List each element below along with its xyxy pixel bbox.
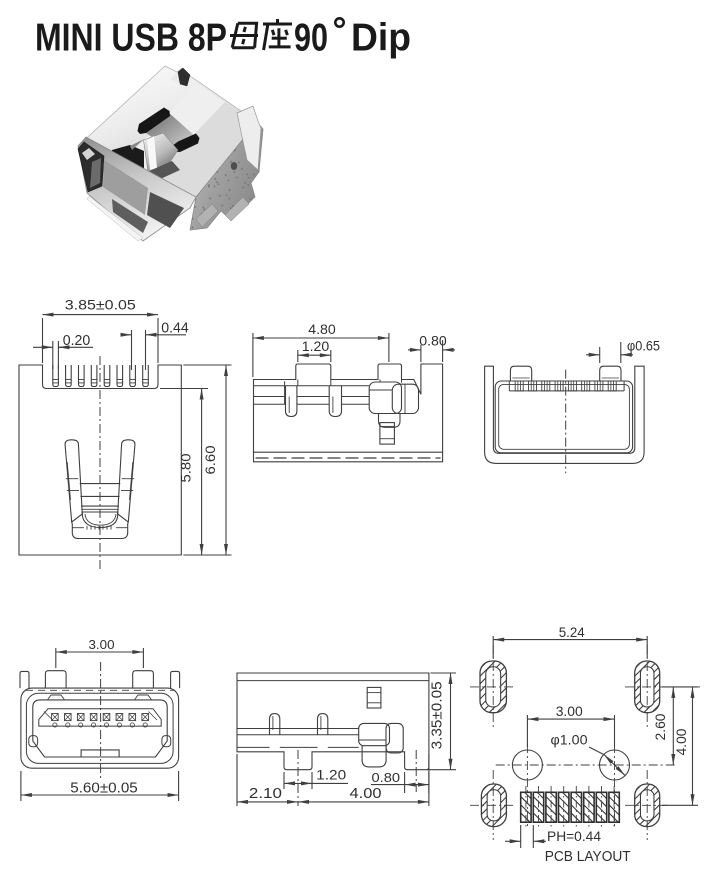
svg-text:4.00: 4.00 (673, 728, 689, 755)
svg-text:3.00: 3.00 (556, 703, 583, 719)
svg-text:6.60: 6.60 (202, 445, 218, 474)
svg-text:5.80: 5.80 (178, 453, 194, 482)
svg-text:0.80: 0.80 (372, 770, 401, 785)
svg-text:1.20: 1.20 (316, 768, 346, 783)
svg-text:5.24: 5.24 (559, 624, 585, 640)
svg-text:5.60±0.05: 5.60±0.05 (70, 781, 138, 797)
svg-text:2.10: 2.10 (249, 786, 282, 802)
svg-text:φ0.65: φ0.65 (627, 339, 660, 354)
svg-text:3.35±0.05: 3.35±0.05 (429, 681, 446, 749)
svg-text:1.20: 1.20 (302, 338, 330, 354)
svg-text:0.20: 0.20 (63, 333, 91, 349)
svg-text:Dip: Dip (351, 17, 411, 60)
svg-text:MINI USB 8P: MINI USB 8P (35, 17, 227, 60)
svg-text:0.80: 0.80 (419, 333, 447, 349)
svg-text:90: 90 (294, 17, 328, 60)
svg-text:4.00: 4.00 (350, 786, 382, 802)
svg-text:3.00: 3.00 (89, 637, 115, 652)
svg-text:4.80: 4.80 (308, 321, 336, 337)
svg-text:0.44: 0.44 (161, 321, 189, 337)
svg-text:PCB LAYOUT: PCB LAYOUT (545, 849, 631, 865)
svg-text:3.85±0.05: 3.85±0.05 (65, 297, 136, 313)
svg-text:2.60: 2.60 (652, 713, 668, 740)
svg-text:PH=0.44: PH=0.44 (547, 829, 601, 844)
svg-text:φ1.00: φ1.00 (551, 731, 588, 747)
